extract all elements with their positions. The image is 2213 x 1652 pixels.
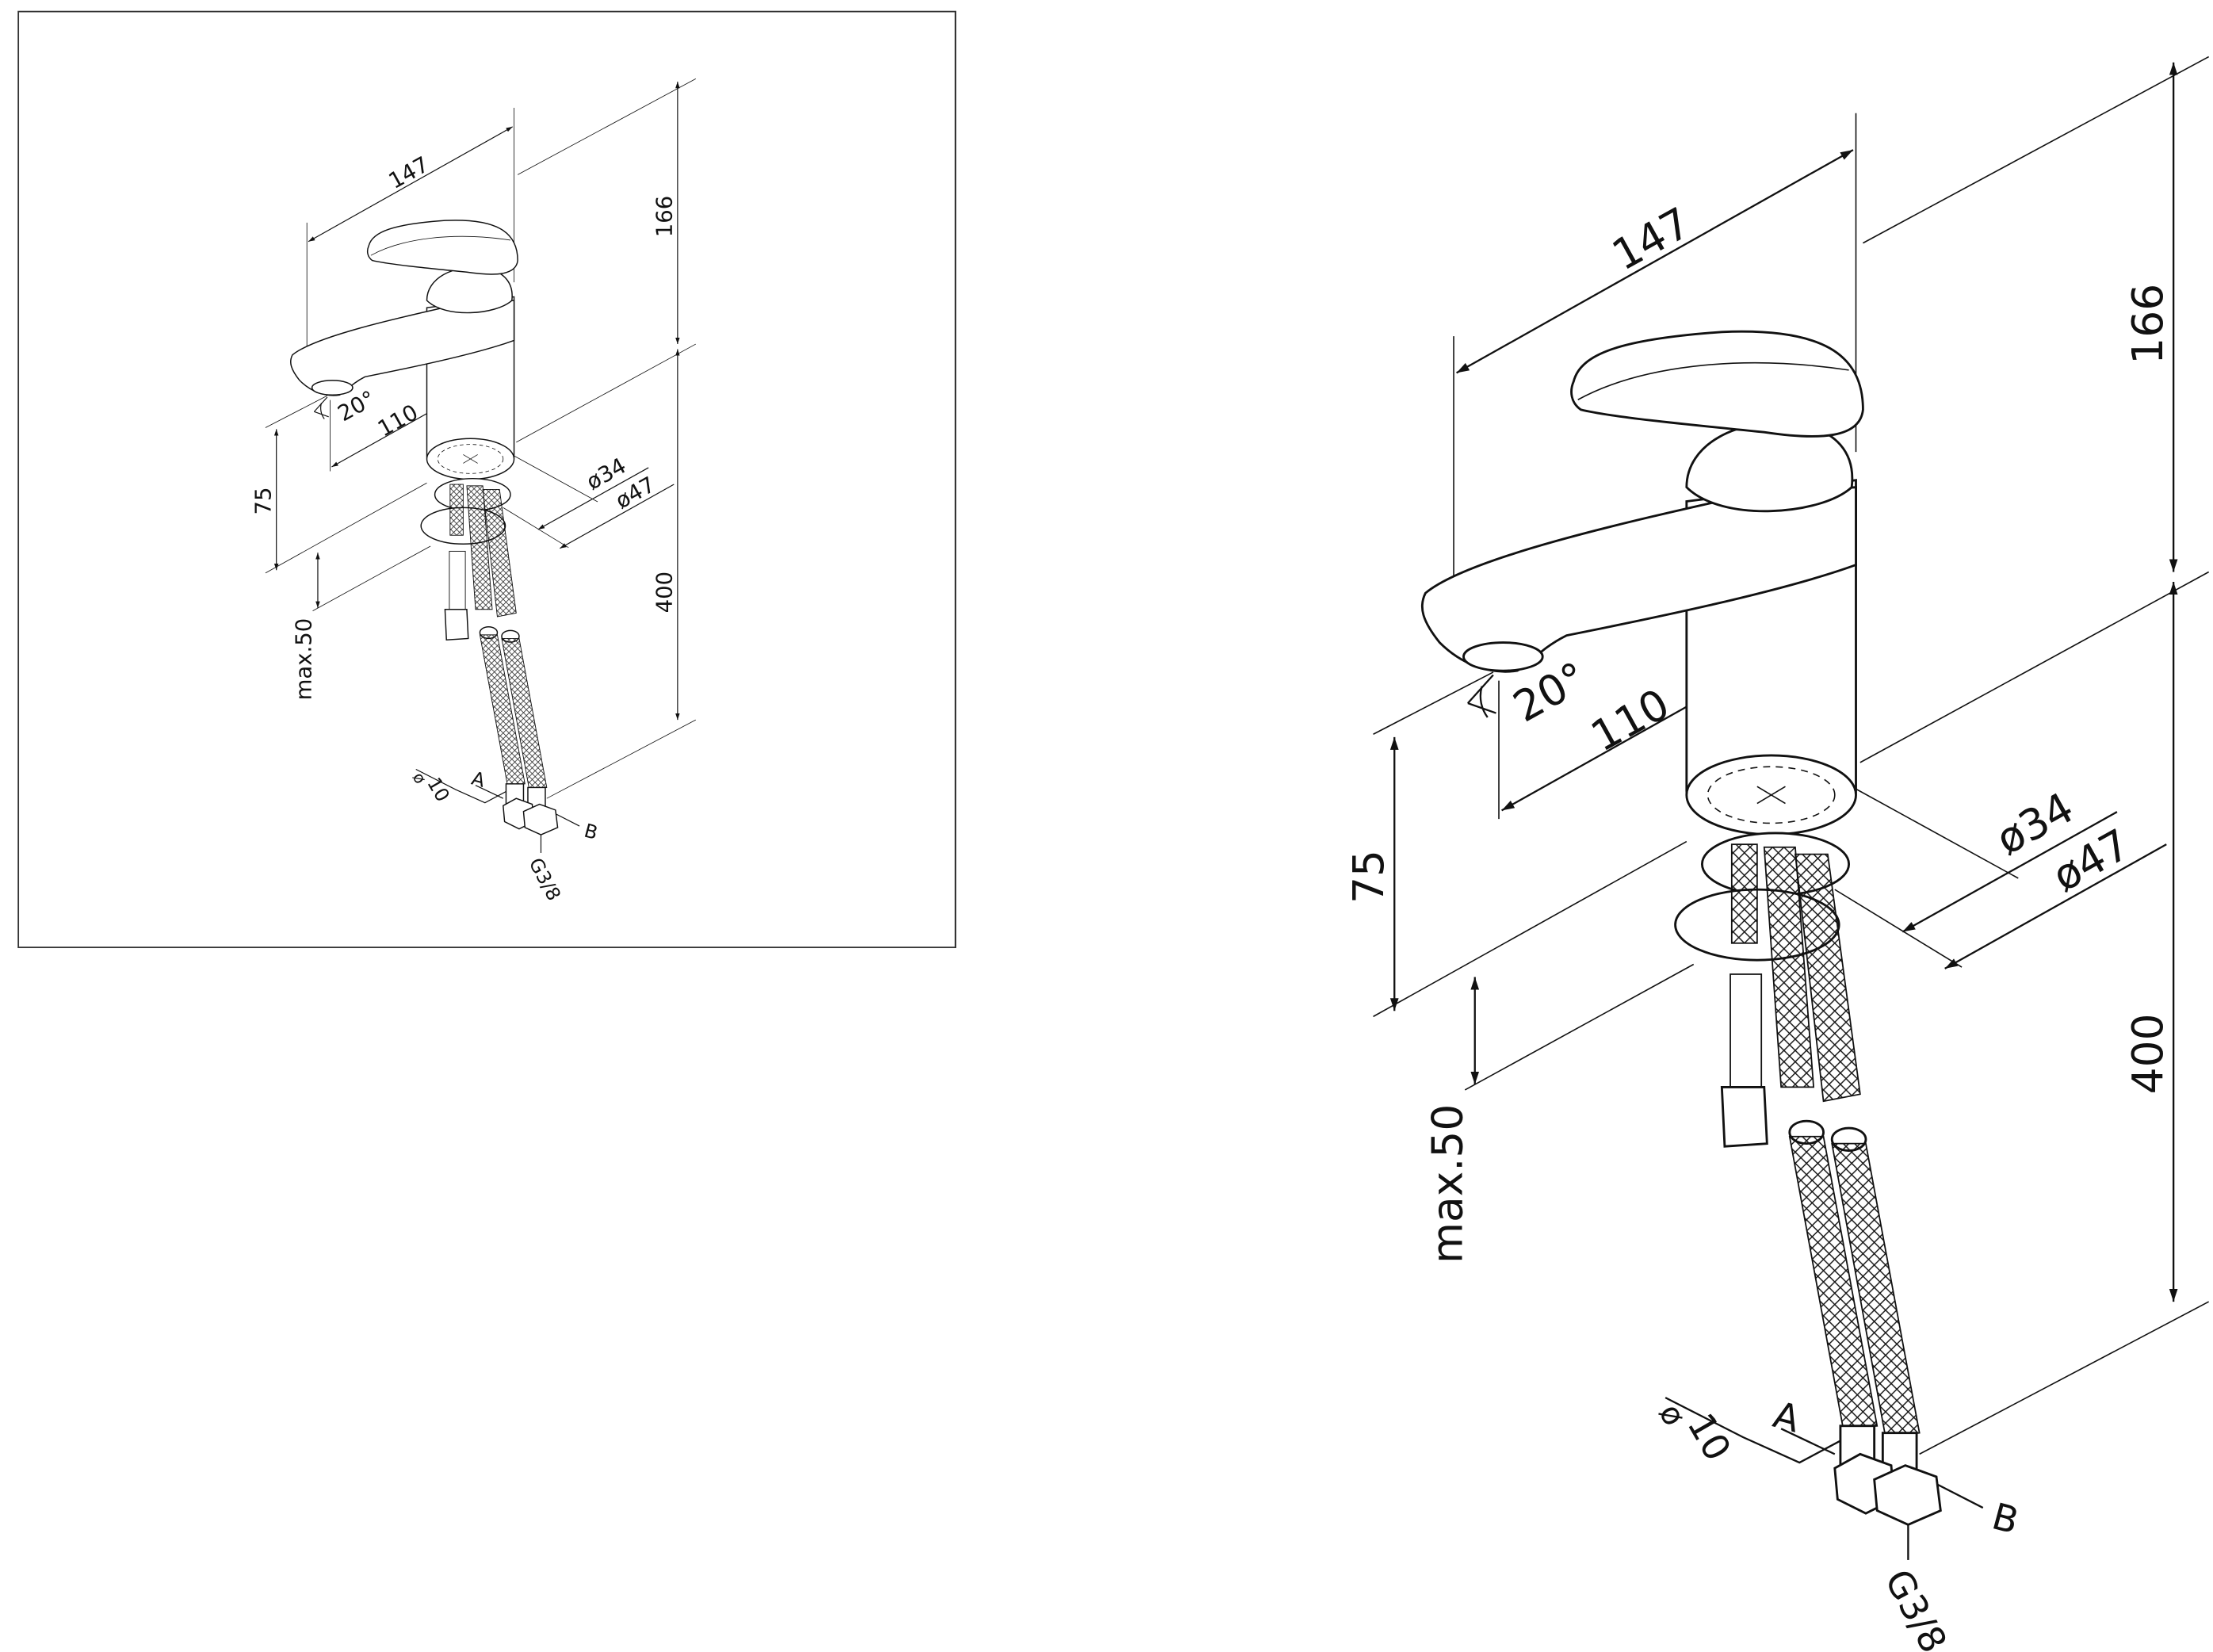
stud-nut (1720, 1085, 1768, 1148)
dim-166: 166 (652, 196, 678, 238)
dim-75: 75 (1343, 850, 1393, 904)
thread-label: G3/8 (525, 855, 565, 904)
label-a: A (469, 767, 488, 792)
dimension-lines (273, 82, 680, 853)
handle-base (1685, 421, 1854, 513)
hose-upper-b (1794, 853, 1861, 1103)
dimension-lines (1389, 62, 2178, 1560)
aerator (1462, 641, 1544, 672)
dim-max50: max.50 (1423, 1104, 1473, 1264)
dim-166: 166 (2123, 284, 2173, 365)
spout (1420, 486, 1857, 673)
faucet-dimension-drawing: 147 166 400 110 20° 75 max.50 ø34 ø47 ø … (1343, 55, 2210, 1652)
dim-400: 400 (652, 572, 678, 614)
hose-upper-a (466, 485, 493, 610)
hose-a (479, 634, 526, 786)
lever-handle (366, 220, 518, 275)
faucet (290, 220, 518, 478)
dim-147: 147 (384, 151, 433, 193)
dim-110: 110 (1583, 679, 1678, 762)
dim-110: 110 (373, 400, 422, 442)
stud (449, 550, 466, 610)
thumbnail-drawing: 147 166 400 110 20° 75 max.50 ø34 ø47 ø … (250, 78, 696, 904)
thumbnail-frame (17, 10, 957, 949)
dim-max50: max.50 (292, 618, 317, 701)
mounting-kit (420, 438, 559, 836)
label-b: B (1988, 1494, 2024, 1542)
handle-base (426, 266, 513, 314)
label-a: A (1769, 1393, 1805, 1440)
faucet-dimension-drawing-thumbnail: 147 166 400 110 20° 75 max.50 ø34 ø47 ø … (250, 78, 696, 904)
hose-b (1831, 1142, 1921, 1438)
dim-400: 400 (2123, 1013, 2173, 1094)
hex-nut-b (522, 803, 559, 836)
dim-147: 147 (1603, 197, 1699, 281)
stud-nut (444, 609, 469, 641)
stud (1730, 973, 1763, 1088)
dim-75: 75 (250, 488, 276, 515)
extension-lines (265, 78, 696, 799)
spout (290, 300, 515, 396)
aerator (311, 380, 354, 396)
mounting-kit (1674, 754, 1942, 1526)
hose-a (1788, 1135, 1879, 1430)
thread-label: G3/8 (1876, 1562, 1955, 1652)
threaded-rod (1730, 843, 1758, 944)
hose-upper-b (482, 488, 517, 618)
hose-upper-a (1763, 846, 1815, 1088)
hex-nut-b (1873, 1464, 1942, 1526)
hose-b (501, 637, 548, 790)
faucet (1420, 330, 1864, 832)
threaded-rod (449, 484, 464, 536)
label-b: B (582, 820, 600, 844)
lever-handle (1570, 330, 1864, 438)
